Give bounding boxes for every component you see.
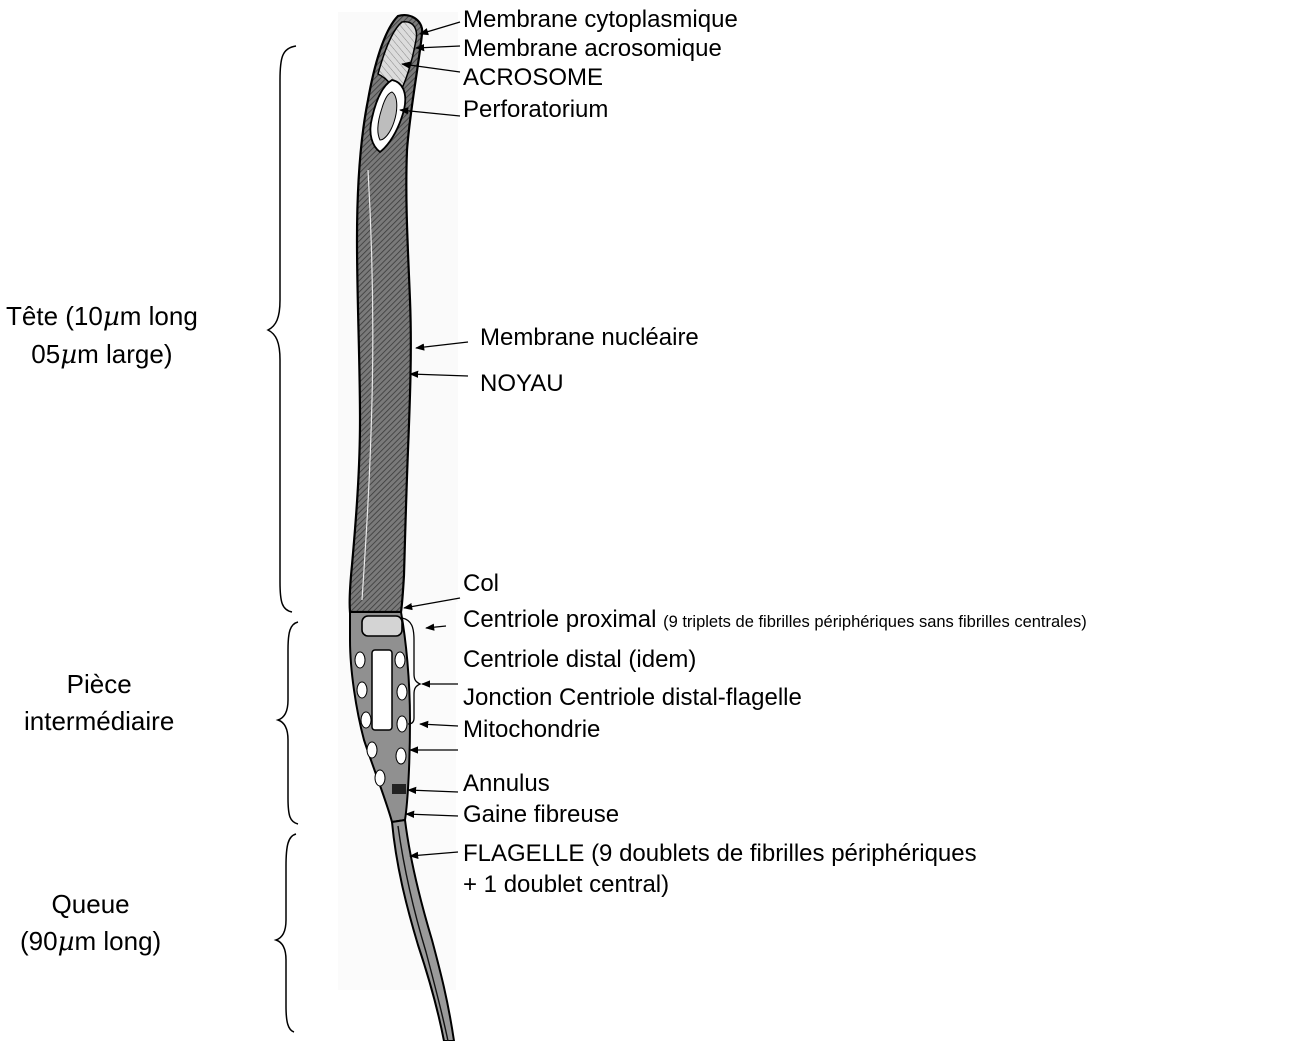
brace-queue [276,834,296,1032]
label-annulus: Annulus [463,770,550,798]
label-col: Col [463,570,499,598]
centriole-proximal-note: (9 triplets de fibrilles périphériques s… [663,613,1087,631]
section-queue: Queue (90µm long) [20,886,161,961]
label-membrane-acrosomique: Membrane acrosomique [463,35,722,63]
label-gaine-fibreuse: Gaine fibreuse [463,801,619,829]
mu-symbol: µ [103,302,120,332]
brace-tete [268,46,296,612]
label-membrane-nucleaire: Membrane nucléaire [480,324,699,352]
label-mitochondrie: Mitochondrie [463,716,600,744]
section-piece-intermediaire: Pièce intermédiaire [24,666,174,740]
label-perforatorium: Perforatorium [463,96,608,124]
label-flagelle-line1: FLAGELLE (9 doublets de fibrilles périph… [463,840,977,868]
mu-symbol: µ [60,340,77,370]
brace-piece [278,622,298,824]
label-jonction: Jonction Centriole distal-flagelle [463,684,802,712]
label-membrane-cytoplasmique: Membrane cytoplasmique [463,6,738,34]
label-centriole-distal: Centriole distal (idem) [463,646,696,674]
label-noyau: NOYAU [480,370,564,398]
label-centriole-proximal: Centriole proximal (9 triplets de fibril… [463,606,1087,636]
label-acrosome: ACROSOME [463,64,603,92]
section-tete: Tête (10µm long 05µm large) [6,298,198,374]
label-flagelle-line2: + 1 doublet central) [463,871,669,899]
mu-symbol: µ [58,927,75,957]
